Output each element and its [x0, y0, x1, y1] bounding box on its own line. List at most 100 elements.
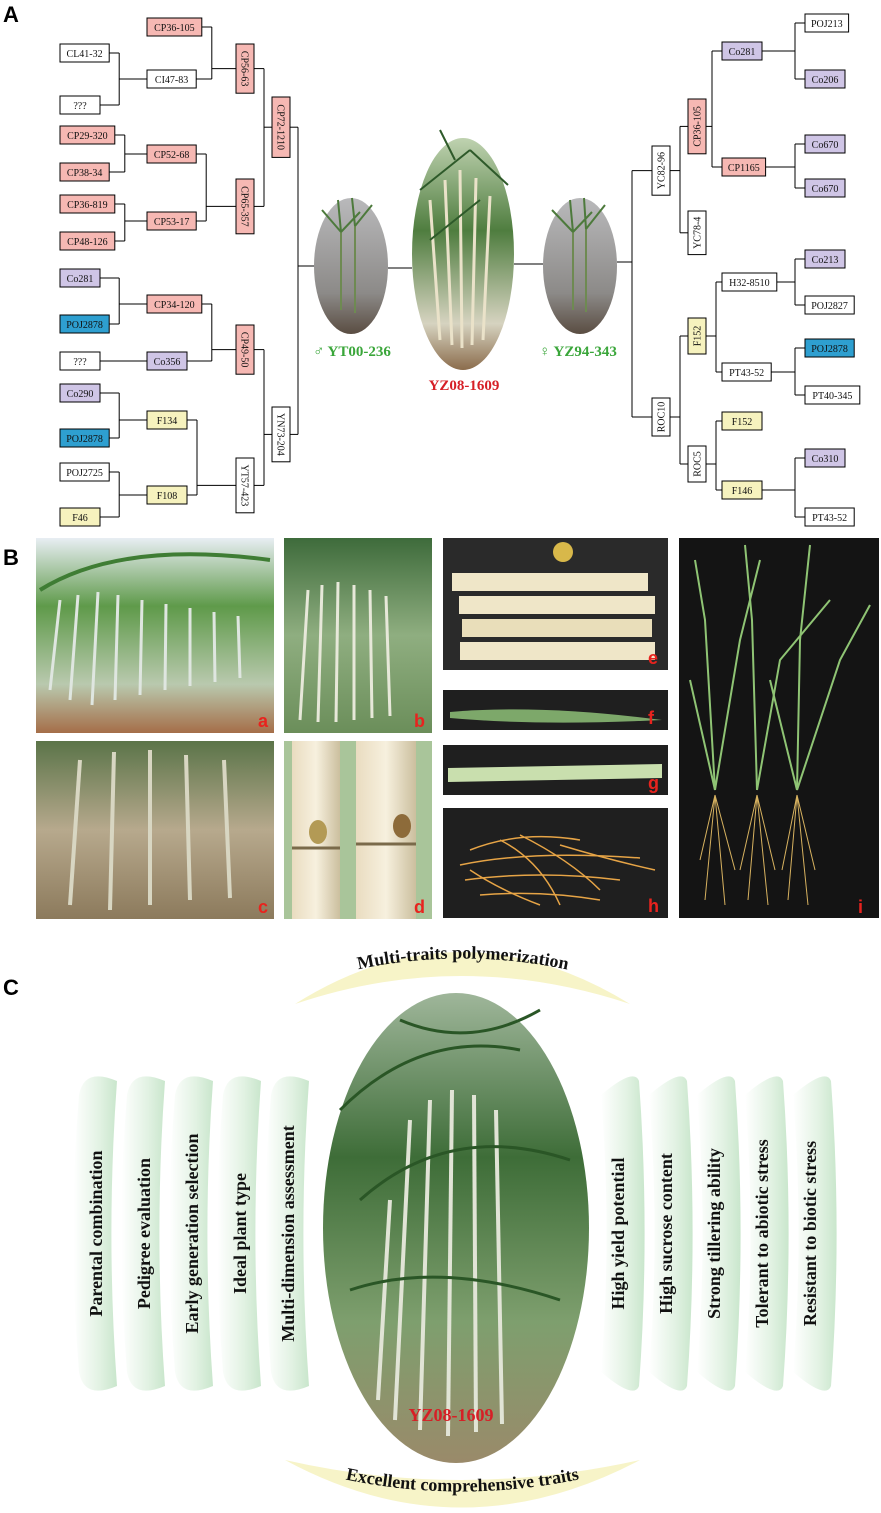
bottom-arc-banner — [285, 1460, 640, 1508]
pedigree-node-label: ROC5 — [693, 451, 704, 477]
panel-letter-b: B — [3, 545, 19, 570]
pedigree-node-label: CP48-126 — [67, 237, 108, 248]
pedigree-node-pt43-52a: PT43-52 — [721, 362, 772, 382]
pedigree-node-label: F134 — [157, 416, 178, 427]
pedigree-node-box — [146, 485, 188, 505]
pillar-shape — [73, 1076, 117, 1391]
pillar-text: High sucrose content — [656, 1153, 676, 1314]
pedigree-node-label: YC82-96 — [657, 152, 668, 189]
pedigree-node-box — [59, 95, 101, 115]
pedigree-node-box — [59, 125, 116, 145]
pedigree-node-label: POJ2878 — [66, 434, 103, 445]
pedigree-node-box — [721, 41, 763, 61]
pillar-text: Resistant to biotic stress — [800, 1141, 820, 1326]
photo-label-b: b — [414, 711, 425, 731]
pedigree-node-box — [59, 428, 110, 448]
photo-label-i: i — [858, 897, 863, 917]
pedigree-node-co290: Co290 — [59, 383, 101, 403]
pedigree-node-cp36-819: CP36-819 — [59, 194, 116, 214]
pedigree-node-box — [59, 383, 101, 403]
pedigree-node-cp52-68: CP52-68 — [146, 144, 197, 164]
pedigree-node-box — [59, 194, 116, 214]
pedigree-node-label: YT57-423 — [239, 465, 250, 507]
photo-e-cut-stalks: e — [443, 538, 668, 670]
pedigree-node-box — [271, 96, 291, 158]
pedigree-node-poj2827: POJ2827 — [804, 295, 855, 315]
pillar-high-yield-potential: High yield potential — [601, 1076, 645, 1391]
photo-label-c: c — [258, 897, 268, 917]
female-parent-label: ♀ YZ94-343 — [539, 344, 617, 360]
pedigree-node-label: CP36-105 — [154, 23, 195, 34]
photo-label-f: f — [648, 708, 655, 728]
pedigree-node-f134: F134 — [146, 410, 188, 430]
pedigree-node-co281r: Co281 — [721, 41, 763, 61]
pedigree-node-box — [804, 178, 846, 198]
pedigree-node-cp38-34: CP38-34 — [59, 162, 110, 182]
center-cultivar-label: YZ08-1609 — [429, 378, 500, 394]
pedigree-node-label: H32-8510 — [729, 278, 770, 289]
pedigree-node-box — [146, 69, 197, 89]
pedigree-node-cl41-32: CL41-32 — [59, 43, 110, 63]
pillar-text: Multi-dimension assessment — [278, 1125, 298, 1342]
pedigree-node-f152a: F152 — [687, 317, 707, 355]
pillar-shape — [793, 1076, 837, 1391]
pedigree-node-box — [59, 462, 110, 482]
pedigree-node-cp1165: CP1165 — [721, 157, 767, 177]
pedigree-node-box — [721, 362, 772, 382]
pedigree-node-box — [804, 338, 855, 358]
photo-g-leaf-sheath: g — [443, 745, 668, 795]
photo-label-g: g — [648, 773, 659, 793]
pedigree-node-yc82-96: YC82-96 — [651, 145, 671, 196]
pedigree-node-box — [651, 145, 671, 196]
center-plant-photo — [412, 129, 514, 370]
pedigree-node-box — [146, 351, 188, 371]
pedigree-node-box — [146, 410, 188, 430]
male-parent-photo — [314, 197, 388, 334]
pedigree-node-label: F152 — [693, 326, 704, 347]
pedigree-node-poj213: POJ213 — [804, 13, 850, 33]
pedigree-node-label: CL41-32 — [67, 49, 103, 60]
pedigree-node-roc5: ROC5 — [687, 445, 707, 483]
pedigree-node-box — [804, 295, 855, 315]
pedigree-node-label: F46 — [72, 513, 88, 524]
photo-f-leaf: f — [443, 690, 668, 730]
photo-label-e: e — [648, 648, 658, 668]
panel-c-center-photo — [323, 993, 589, 1463]
pedigree-node-label: Co670 — [812, 140, 839, 151]
pedigree-node-cp49-50: CP49-50 — [235, 324, 255, 375]
pedigree-node-label: Co310 — [812, 454, 839, 465]
pedigree-node-label: ??? — [73, 357, 87, 368]
photo-label-a: a — [258, 711, 269, 731]
pedigree-node-label: Co213 — [812, 255, 839, 266]
male-parent-label: ♂ YT00-236 — [313, 344, 391, 360]
pedigree-node-f152b: F152 — [721, 411, 763, 431]
pillar-shape — [697, 1076, 741, 1391]
pedigree-node-label: CP29-320 — [67, 131, 108, 142]
pedigree-node-yc78-4: YC78-4 — [687, 210, 707, 256]
photo-c-mature-stalks: c — [36, 741, 274, 919]
pillar-multi-dimension-assessment: Multi-dimension assessment — [265, 1076, 309, 1391]
pillar-text: Parental combination — [86, 1150, 106, 1316]
pedigree-node-label: ??? — [73, 101, 87, 112]
pedigree-node-poj2878c: POJ2878 — [804, 338, 855, 358]
pillar-ideal-plant-type: Ideal plant type — [217, 1076, 261, 1391]
pedigree-node-label: CP1165 — [728, 163, 760, 174]
pedigree-node-box — [235, 324, 255, 375]
photo-b-plant-cluster: b — [284, 538, 432, 733]
pedigree-node-co670b: Co670 — [804, 178, 846, 198]
pillar-text: High yield potential — [608, 1157, 628, 1309]
pedigree-node-cp53-17: CP53-17 — [146, 211, 197, 231]
photo-a-field-rows: a — [36, 538, 274, 733]
pedigree-node-box — [804, 448, 846, 468]
pedigree-node-f108: F108 — [146, 485, 188, 505]
pedigree-node-pt43-52b: PT43-52 — [804, 507, 855, 527]
pedigree-node-box — [59, 314, 110, 334]
pedigree-node-box — [721, 157, 767, 177]
female-parent-photo — [543, 197, 617, 334]
pedigree-node-cp72-1210: CP72-1210 — [271, 96, 291, 158]
pedigree-node-box — [59, 162, 110, 182]
pedigree-node-box — [804, 13, 850, 33]
pedigree-node-cp48-126: CP48-126 — [59, 231, 116, 251]
photo-h-roots: h — [443, 808, 668, 918]
